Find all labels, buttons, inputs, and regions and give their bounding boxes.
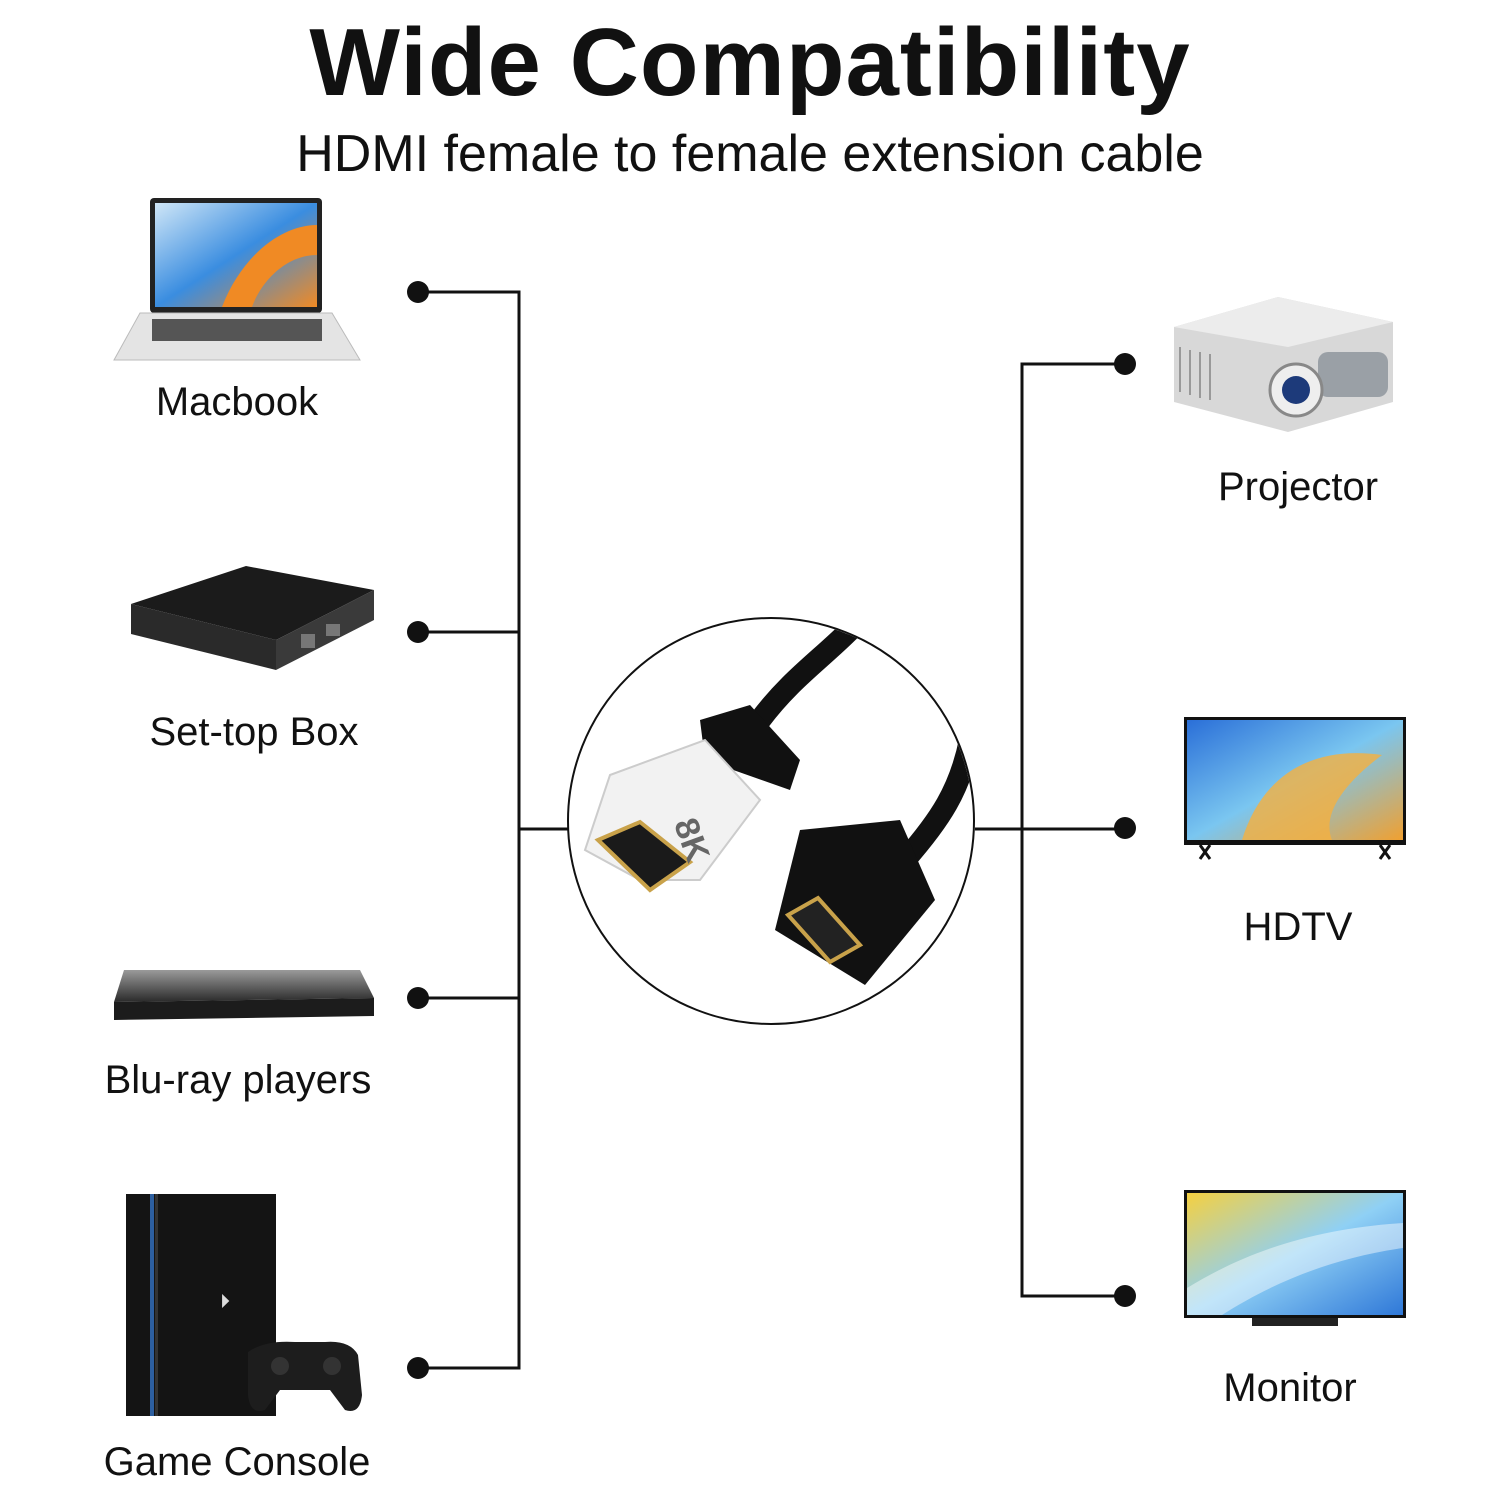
- dot-projector: [1114, 353, 1136, 375]
- left-bus-line: [418, 290, 521, 1370]
- dot-set-top-box: [407, 621, 429, 643]
- source-label-blu-ray: Blu-ray players: [104, 1058, 372, 1102]
- display-label-monitor: Monitor: [1223, 1366, 1357, 1410]
- dot-game-console: [407, 1357, 429, 1379]
- set-top-box-icon: [131, 566, 374, 670]
- right-bus-line: [1020, 362, 1125, 1298]
- monitor-icon: [1184, 1190, 1406, 1326]
- display-label-projector: Projector: [1217, 465, 1379, 509]
- blu-ray-player-icon: [114, 970, 374, 1020]
- page-subtitle: HDMI female to female extension cable: [296, 125, 1204, 183]
- dot-hdtv: [1114, 817, 1136, 839]
- projector-icon: [1174, 297, 1393, 432]
- source-label-game-console: Game Console: [103, 1440, 371, 1484]
- page-title: Wide Compatibility: [309, 9, 1191, 116]
- product-image: 8K: [567, 617, 975, 1025]
- display-label-hdtv: HDTV: [1243, 905, 1353, 949]
- source-label-set-top-box: Set-top Box: [149, 710, 359, 754]
- dot-macbook: [407, 281, 429, 303]
- svg-text:⏵: ⏵: [220, 1289, 230, 1313]
- hdtv-icon: [1184, 717, 1406, 860]
- dot-blu-ray: [407, 987, 429, 1009]
- laptop-icon: [113, 198, 361, 361]
- source-label-macbook: Macbook: [155, 380, 319, 424]
- game-console-icon: ⏵: [126, 1194, 362, 1416]
- dot-monitor: [1114, 1285, 1136, 1307]
